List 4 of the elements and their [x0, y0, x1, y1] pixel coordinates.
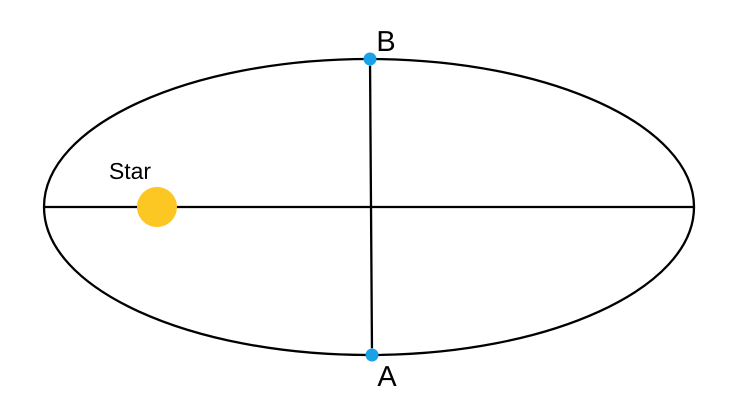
connector-line	[368, 66, 374, 348]
point-label: B	[378, 31, 394, 51]
point-label: A	[377, 366, 397, 386]
point-label: Star	[110, 162, 151, 180]
